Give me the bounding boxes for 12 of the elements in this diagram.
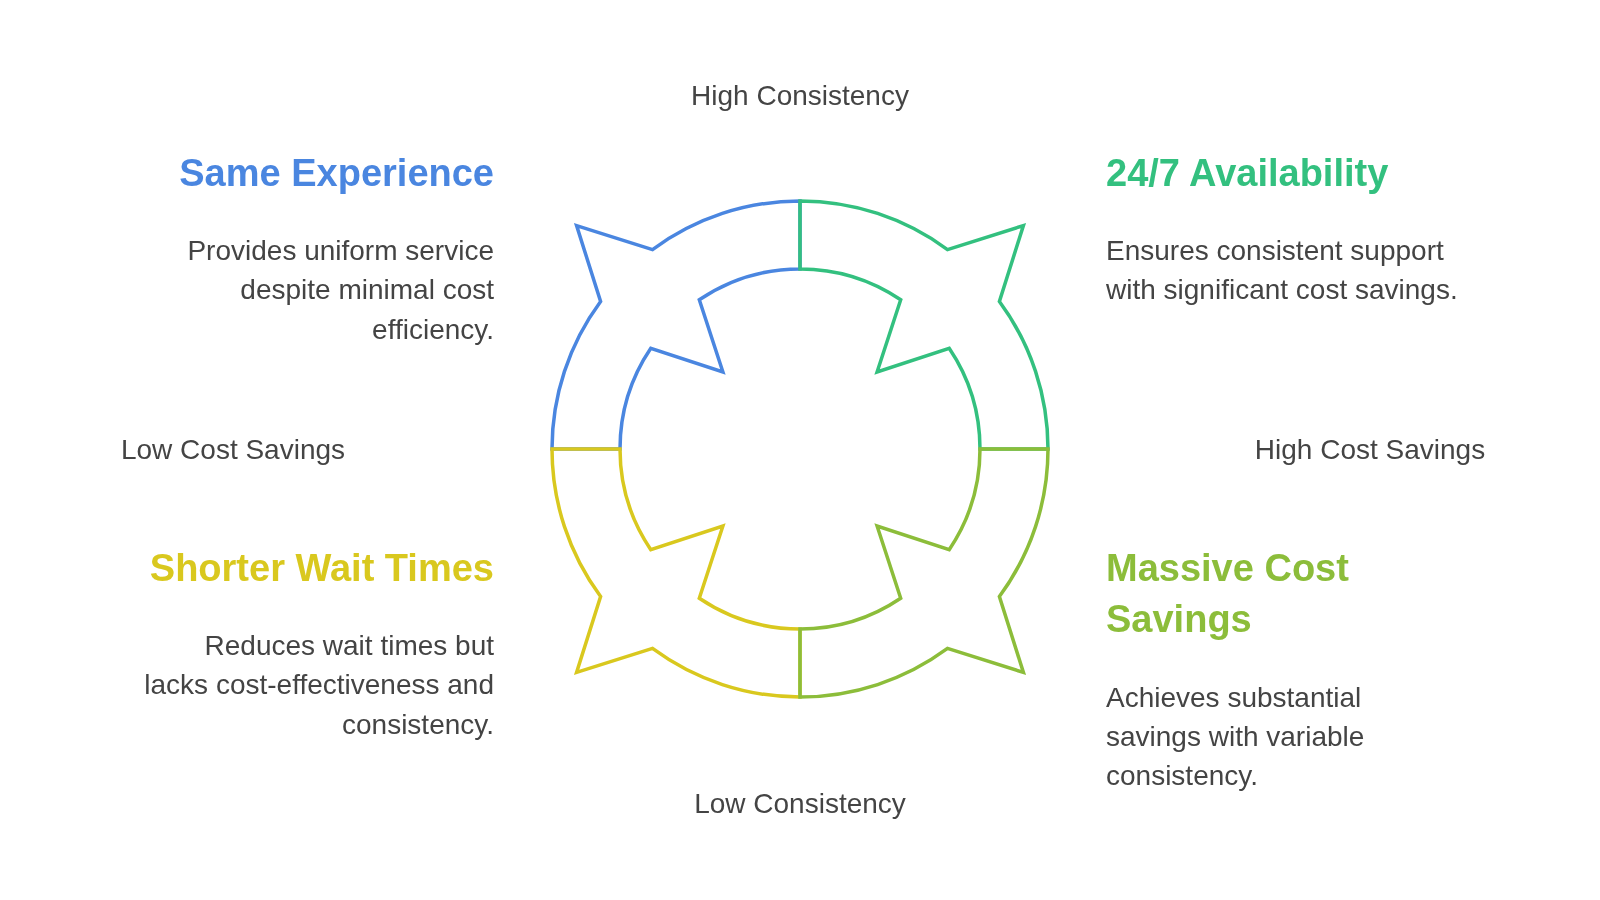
quadrant-heading: Shorter Wait Times	[149, 546, 494, 591]
axis-label: Low Cost Savings	[120, 434, 346, 466]
quadrant-description: Reduces wait times but lacks cost-effectiveness and consistency.	[144, 629, 494, 742]
quadrant-description: Achieves substantial savings with variable consistency.	[1106, 680, 1366, 793]
axis-label: High Cost Savings	[1254, 434, 1486, 466]
quadrant-heading: Same Experience	[179, 151, 494, 196]
quadrant-heading: Massive Cost Savings	[1106, 546, 1350, 643]
quadrant-description: Ensures consistent support with significant cost savings.	[1106, 234, 1459, 308]
axis-label: High Consistency	[691, 80, 909, 112]
quadrant-heading: 24/7 Availability	[1106, 151, 1389, 196]
quadrant-description: Provides uniform service despite minimal cost efficiency.	[186, 234, 494, 347]
axis-label: Low Consistency	[694, 788, 906, 820]
